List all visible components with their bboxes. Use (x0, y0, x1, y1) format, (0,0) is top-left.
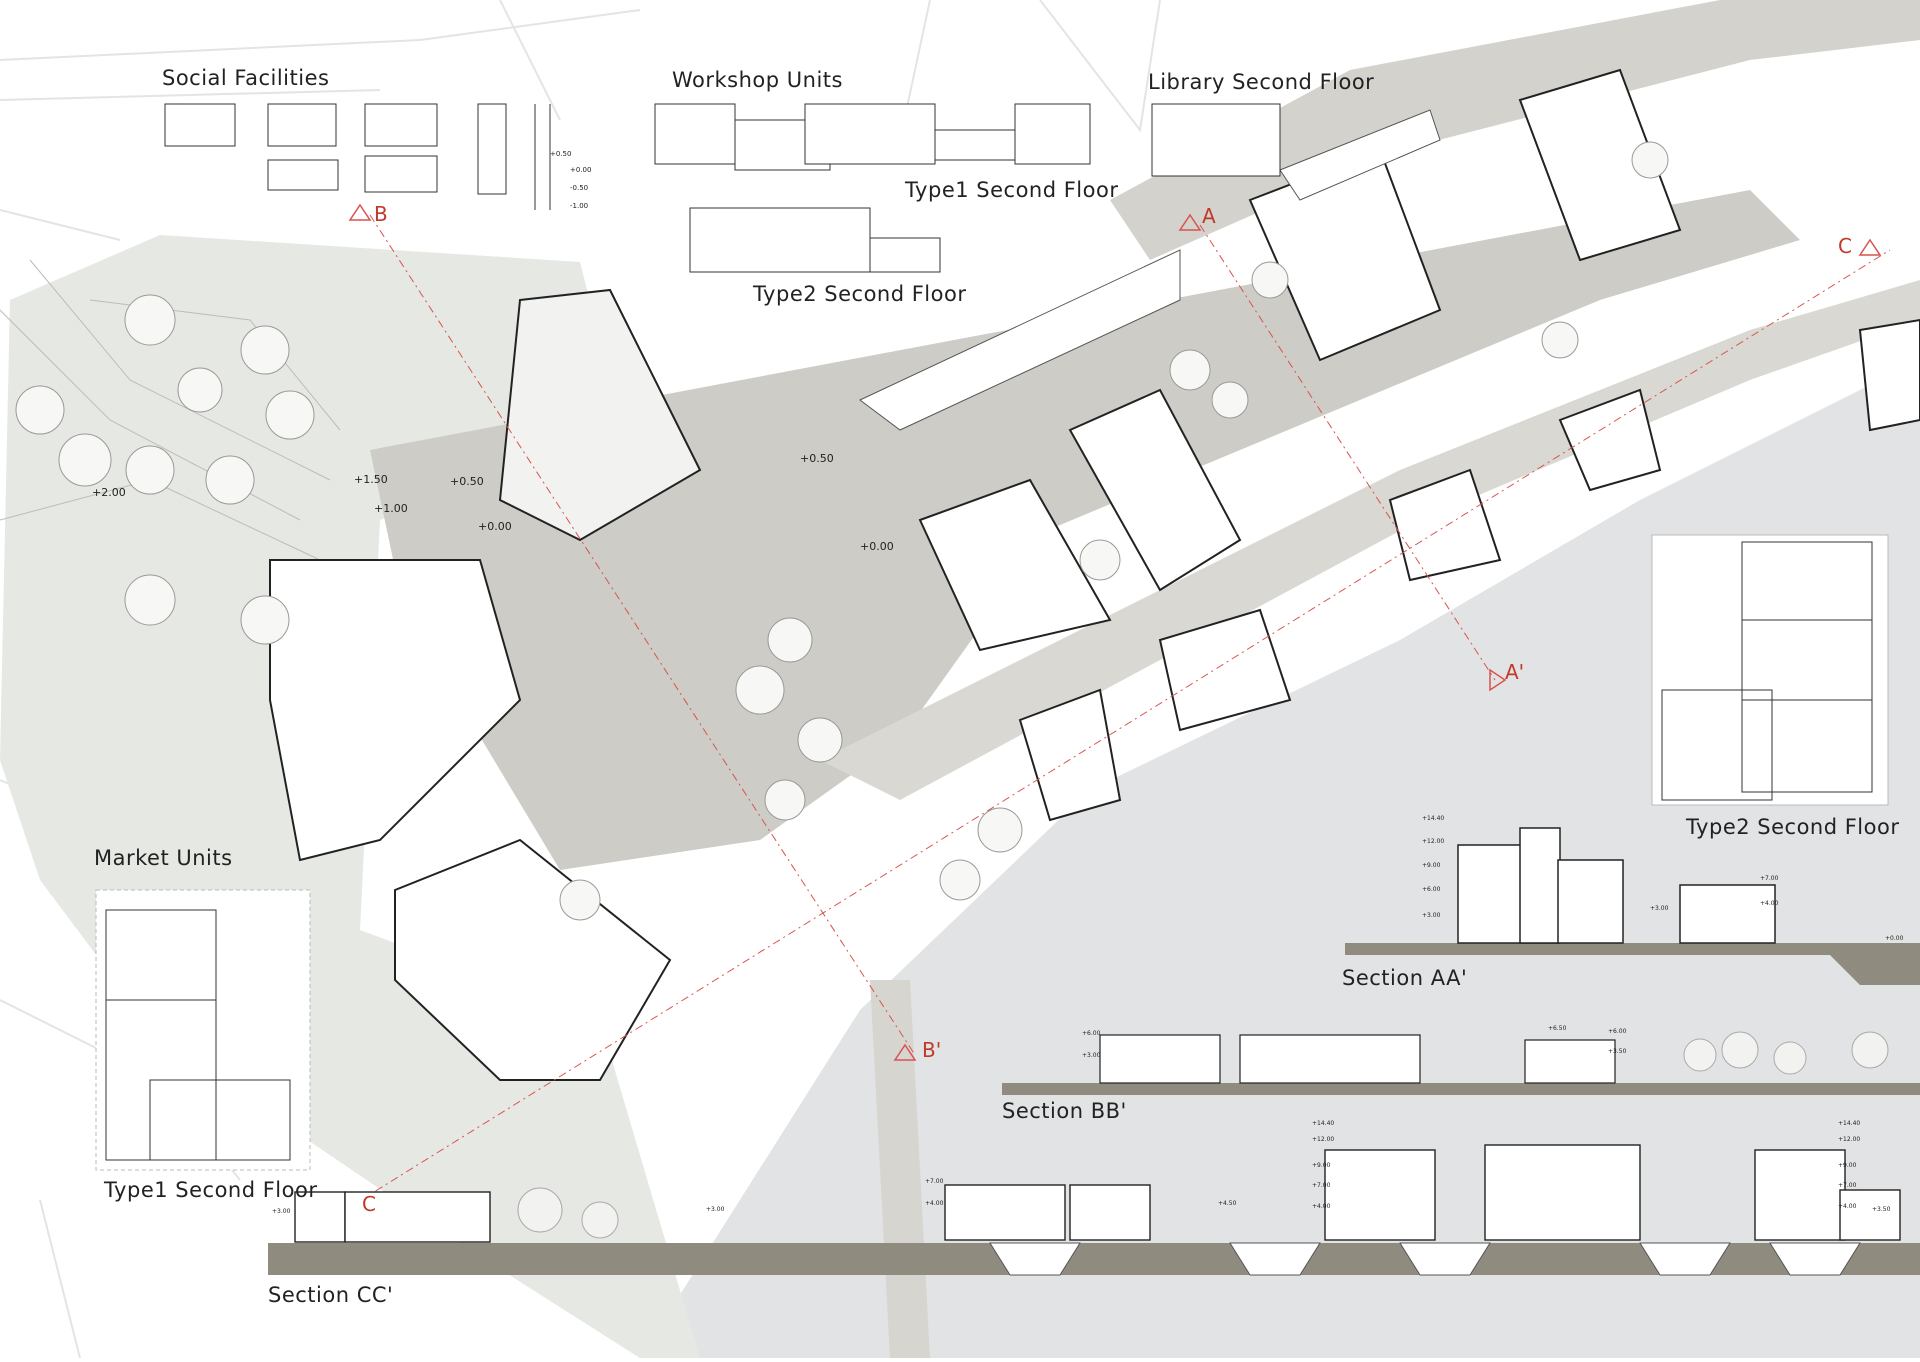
aa-level-6: +7.00 (1760, 875, 1779, 882)
cc-level-16: +3.50 (1872, 1206, 1891, 1213)
section-line-aa (1199, 224, 1496, 681)
block-southwest (394, 838, 672, 1081)
library-second-floor-title: Library Second Floor (1148, 70, 1375, 94)
section-aa-title: Section AA' (1342, 966, 1468, 990)
section-cc-title: Section CC' (268, 1283, 394, 1307)
bb-level-2: +3.00 (1082, 1052, 1101, 1059)
level-park-edge: +0.50 (450, 475, 484, 488)
section-line-bb (369, 214, 916, 1056)
aa-level-1: +14.40 (1422, 815, 1445, 822)
aa-level-9: +0.00 (1885, 935, 1904, 942)
aa-level-3: +9.00 (1422, 862, 1441, 869)
aa-level-2: +12.00 (1422, 838, 1445, 845)
cc-level-15: +3.00 (706, 1206, 725, 1213)
cc-level-10: +4.00 (1838, 1203, 1857, 1210)
section-marker-a-end: A' (1505, 660, 1525, 684)
block-library (1068, 388, 1242, 592)
section-aa-drawing (1345, 827, 1920, 985)
section-marker-a-start: A (1202, 204, 1216, 228)
cc-level-14: +4.50 (1218, 1200, 1237, 1207)
type1-second-floor-workshop-title: Type1 Second Floor (905, 178, 1119, 202)
section-lines (344, 214, 1891, 1211)
workshop-unit-plans (654, 103, 1091, 273)
level-social-b: +0.00 (570, 166, 592, 174)
bb-level-3: +6.50 (1548, 1025, 1567, 1032)
cc-level-3: +9.00 (1312, 1162, 1331, 1169)
cc-level-2: +12.00 (1312, 1136, 1335, 1143)
workshop-units-title: Workshop Units (672, 68, 843, 92)
block-west (269, 559, 522, 862)
level-plaza-a: +0.00 (478, 520, 512, 533)
level-park-high: +2.00 (92, 486, 126, 499)
level-social-d: -1.00 (570, 202, 589, 210)
level-social-a: +0.50 (550, 150, 572, 158)
social-facilities-plans (164, 103, 551, 210)
social-facilities-title: Social Facilities (162, 66, 330, 90)
cc-level-9: +7.00 (1838, 1182, 1857, 1189)
bb-level-4: +6.00 (1608, 1028, 1627, 1035)
section-line-cc (344, 249, 1891, 1211)
section-marker-b-end: B' (922, 1038, 942, 1062)
aa-level-7: +4.00 (1760, 900, 1779, 907)
type2-second-floor-library-title: Type2 Second Floor (1686, 815, 1900, 839)
level-park-step: +1.00 (374, 502, 408, 515)
block-workshop-a (918, 478, 1112, 652)
section-marker-c-end: C (362, 1192, 376, 1216)
aa-level-4: +6.00 (1422, 886, 1441, 893)
level-social-c: -0.50 (570, 184, 589, 192)
north-road (1110, 0, 1920, 260)
cc-level-4: +7.00 (1312, 1182, 1331, 1189)
library-second-floor-plan (1151, 103, 1281, 177)
level-park-mid: +1.50 (354, 473, 388, 486)
water-body (640, 360, 1920, 1358)
cc-level-5: +4.00 (1312, 1203, 1331, 1210)
block-water-d (1558, 388, 1662, 492)
cc-level-7: +12.00 (1838, 1136, 1861, 1143)
block-workshop-c (1518, 68, 1682, 262)
section-cc-drawing (268, 1144, 1920, 1276)
section-bb-drawing (1002, 1031, 1920, 1095)
section-marker-c-start: C (1838, 234, 1852, 258)
building-blocks (269, 68, 1920, 1081)
aa-level-5: +3.00 (1422, 912, 1441, 919)
bb-level-1: +6.00 (1082, 1030, 1101, 1037)
cc-level-8: +9.00 (1838, 1162, 1857, 1169)
bb-level-5: +3.50 (1608, 1048, 1627, 1055)
type2-second-floor-plan (1651, 534, 1889, 806)
block-pier-east (1858, 318, 1920, 432)
cc-level-12: +7.00 (925, 1178, 944, 1185)
section-marker-b-start: B (374, 202, 388, 226)
type1-second-floor-market-title: Type1 Second Floor (104, 1178, 318, 1202)
block-water-b (1158, 608, 1292, 732)
block-water-a (1018, 688, 1122, 822)
market-units-plan (95, 889, 311, 1171)
cc-level-6: +14.40 (1838, 1120, 1861, 1127)
level-plaza-top: +0.50 (800, 452, 834, 465)
block-north-courtyard (498, 288, 702, 542)
parking-strip (859, 109, 1441, 431)
type2-second-floor-workshop-title: Type2 Second Floor (753, 282, 967, 306)
level-plaza-b: +0.00 (860, 540, 894, 553)
trees (15, 141, 1741, 921)
aa-level-8: +3.00 (1650, 905, 1669, 912)
block-water-c (1388, 468, 1502, 582)
cc-level-1: +14.40 (1312, 1120, 1335, 1127)
cc-level-13: +4.00 (925, 1200, 944, 1207)
market-units-title: Market Units (94, 846, 233, 870)
cc-level-11: +3.00 (272, 1208, 291, 1215)
section-bb-title: Section BB' (1002, 1099, 1127, 1123)
